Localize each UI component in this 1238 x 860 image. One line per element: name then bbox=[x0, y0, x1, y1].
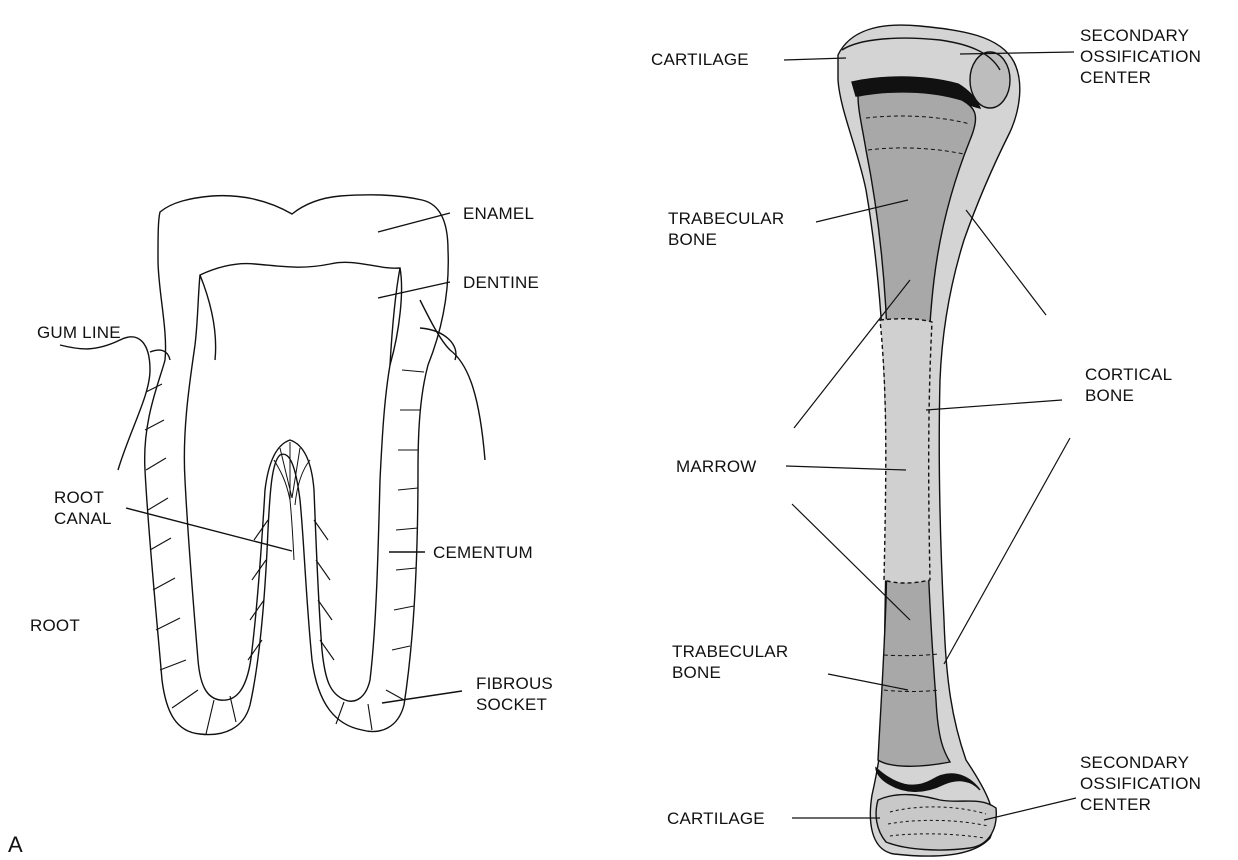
label-cartilage-bottom: CARTILAGE bbox=[667, 808, 765, 829]
label-trabecular-bottom: TRABECULAR BONE bbox=[672, 641, 788, 683]
tooth-pulp-outline bbox=[184, 262, 401, 701]
label-marrow: MARROW bbox=[676, 456, 757, 477]
marrow-cavity bbox=[880, 319, 932, 583]
label-gum-line: GUM LINE bbox=[37, 322, 121, 343]
gum-line-left-2 bbox=[150, 350, 170, 360]
bone-drawing bbox=[784, 25, 1076, 856]
label-cementum: CEMENTUM bbox=[433, 542, 533, 563]
root-canal-fan bbox=[274, 442, 310, 560]
enamel-dentine-junction bbox=[200, 268, 400, 365]
tooth-drawing bbox=[60, 195, 485, 735]
label-enamel: ENAMEL bbox=[463, 203, 534, 224]
label-trabecular-top: TRABECULAR BONE bbox=[668, 208, 784, 250]
epiphysis-bottom bbox=[876, 795, 996, 850]
ossification-center-top bbox=[970, 52, 1010, 108]
label-root-canal: ROOT CANAL bbox=[54, 487, 112, 529]
label-fibrous-socket: FIBROUS SOCKET bbox=[476, 673, 553, 715]
label-root: ROOT bbox=[30, 615, 80, 636]
dentine-leader bbox=[378, 282, 450, 298]
cementum-hatching bbox=[145, 370, 424, 734]
tooth-outer-outline bbox=[145, 195, 449, 735]
gum-line-left bbox=[60, 337, 150, 470]
fibrous-socket-leader bbox=[382, 691, 462, 703]
label-secondary-ossification-bottom: SECONDARY OSSIFICATION CENTER bbox=[1080, 752, 1201, 815]
label-secondary-ossification-top: SECONDARY OSSIFICATION CENTER bbox=[1080, 25, 1201, 88]
gum-line-right bbox=[420, 300, 485, 460]
label-dentine: DENTINE bbox=[463, 272, 539, 293]
panel-letter: A bbox=[8, 832, 23, 858]
gum-line-right-2 bbox=[420, 328, 456, 360]
label-cartilage-top: CARTILAGE bbox=[651, 49, 749, 70]
label-cortical-bone: CORTICAL BONE bbox=[1085, 364, 1172, 406]
enamel-leader bbox=[378, 213, 450, 232]
